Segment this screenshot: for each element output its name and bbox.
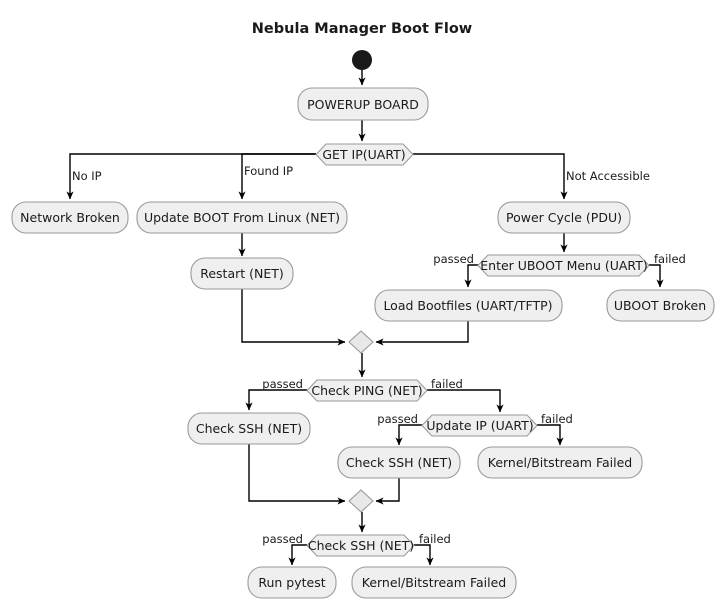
edge-label-uboot-failed: failed [654,252,686,266]
node-label: Kernel/Bitstream Failed [362,575,506,590]
edge-label-uboot-passed: passed [433,252,474,266]
node-shape-rounded [11,201,129,234]
node-enter-uboot-menu[interactable]: Enter UBOOT Menu (UART) [477,254,650,277]
node-label: Load Bootfiles (UART/TFTP) [383,298,552,313]
node-power-cycle-pdu[interactable]: Power Cycle (PDU) [497,201,631,234]
node-shape-hexagon [315,143,414,166]
edge-checkssh2-merge2 [375,478,400,505]
node-label: Update IP (UART) [426,418,533,433]
node-label: Check SSH (NET) [196,421,302,436]
node-label: UBOOT Broken [614,298,706,313]
edge-label-ssh3-passed: passed [262,532,303,546]
edge-updateip-kernelfail1 [537,424,564,446]
node-merge-diamond-1 [348,330,374,354]
edge-checkping-updateip [427,389,504,413]
node-shape-rounded [606,289,715,322]
edge-label-found-ip: Found IP [244,164,293,178]
node-shape-rounded [136,201,348,234]
node-shape-rounded [337,446,461,479]
edge-label-ssh3-failed: failed [419,532,451,546]
node-network-broken[interactable]: Network Broken [11,201,129,234]
node-label: Check SSH (NET) [346,455,452,470]
node-label: Restart (NET) [200,266,284,281]
node-check-ping-net[interactable]: Check PING (NET) [306,379,428,402]
node-powerup-board[interactable]: POWERUP BOARD [297,87,429,121]
node-shape-hexagon [306,379,428,402]
node-label: POWERUP BOARD [307,97,419,112]
node-shape-rounded [477,446,643,479]
edge-getip-powercycle [413,153,568,200]
edge-getip-updateboot [238,153,316,200]
node-shape-rounded [187,412,311,445]
node-shape-rounded [497,201,631,234]
edge-enteruboot-ubootbroken [649,264,664,288]
edge-label-no-ip: No IP [72,169,102,183]
edge-restart-merge1 [241,285,346,346]
node-shape-rounded [297,87,429,121]
edge-layer [66,70,664,566]
node-shape-rounded [190,257,294,290]
node-check-ssh-net-1[interactable]: Check SSH (NET) [187,412,311,445]
node-label: Check SSH (NET) [308,538,414,553]
node-check-ssh-net-3[interactable]: Check SSH (NET) [306,534,415,557]
node-shape-diamond [348,330,374,354]
edge-getip-networkbroken [66,153,316,200]
node-label: Check PING (NET) [311,383,422,398]
node-label: Network Broken [20,210,120,225]
node-kernel-bitstream-failed-1[interactable]: Kernel/Bitstream Failed [477,446,643,479]
edge-label-ping-failed: failed [431,377,463,391]
node-merge-diamond-2 [348,489,374,513]
node-label: Run pytest [258,575,325,590]
edge-updateip-checkssh2 [395,424,422,446]
node-label: Enter UBOOT Menu (UART) [480,258,647,273]
node-get-ip-uart[interactable]: GET IP(UART) [315,143,414,166]
node-shape-rounded [247,566,337,599]
node-shape-hexagon [421,414,538,437]
node-label: Power Cycle (PDU) [506,210,622,225]
node-shape-diamond [348,489,374,513]
node-update-ip-uart[interactable]: Update IP (UART) [421,414,538,437]
edge-label-not-accessible: Not Accessible [566,169,650,183]
node-kernel-bitstream-failed-2[interactable]: Kernel/Bitstream Failed [351,566,517,599]
page-title: Nebula Manager Boot Flow [252,21,472,37]
node-shape-hexagon [306,534,415,557]
edge-checkssh1-merge2 [248,443,346,505]
edge-checkping-checkssh1 [245,389,307,411]
node-check-ssh-net-2[interactable]: Check SSH (NET) [337,446,461,479]
node-uboot-broken[interactable]: UBOOT Broken [606,289,715,322]
edge-label-ping-passed: passed [262,377,303,391]
edge-checkssh3-runpytest [288,544,307,566]
node-update-boot-from-linux[interactable]: Update BOOT From Linux (NET) [136,201,348,234]
edge-loadbootfiles-merge1 [375,320,469,346]
node-label: GET IP(UART) [322,147,405,162]
edge-enteruboot-loadbootfiles [464,264,478,288]
start-node [352,50,372,70]
node-load-bootfiles[interactable]: Load Bootfiles (UART/TFTP) [374,289,563,322]
node-shape-hexagon [477,254,650,277]
node-label: Update BOOT From Linux (NET) [144,210,340,225]
edge-label-layer: No IP Found IP Not Accessible passed fai… [72,164,686,546]
edge-label-updateip-failed: failed [541,412,573,426]
node-shape-rounded [374,289,563,322]
edge-label-updateip-passed: passed [377,412,418,426]
node-shape-rounded [351,566,517,599]
node-run-pytest[interactable]: Run pytest [247,566,337,599]
edge-checkssh3-kernelfail2 [414,544,434,566]
node-restart-net[interactable]: Restart (NET) [190,257,294,290]
node-label: Kernel/Bitstream Failed [488,455,632,470]
